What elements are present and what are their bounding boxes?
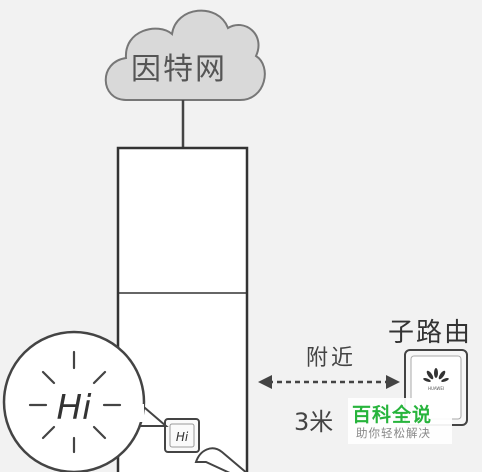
hi-button-text: Hi (176, 430, 189, 444)
distance-label: 3米 (294, 408, 334, 436)
watermark: 百科全说 助你轻松解决 (348, 398, 452, 444)
nearby-label: 附近 (306, 346, 357, 371)
watermark-subtitle: 助你轻松解决 (356, 426, 431, 440)
huawei-logo-icon (423, 368, 449, 382)
sub-router-label: 子路由 (388, 318, 473, 348)
finger-icon (194, 447, 248, 472)
arrow-head-left (258, 375, 272, 389)
cloud-label: 因特网 (131, 52, 227, 87)
zoom-bubble (2, 330, 146, 472)
internet-cloud (104, 9, 266, 101)
zoom-hi-text: Hi (56, 388, 92, 428)
hi-button (164, 418, 200, 453)
sparkle-rays (28, 350, 122, 454)
router-brand-text: HUAWEI (428, 386, 444, 391)
watermark-title: 百科全说 (352, 404, 433, 426)
arrow-head-right (386, 375, 400, 389)
